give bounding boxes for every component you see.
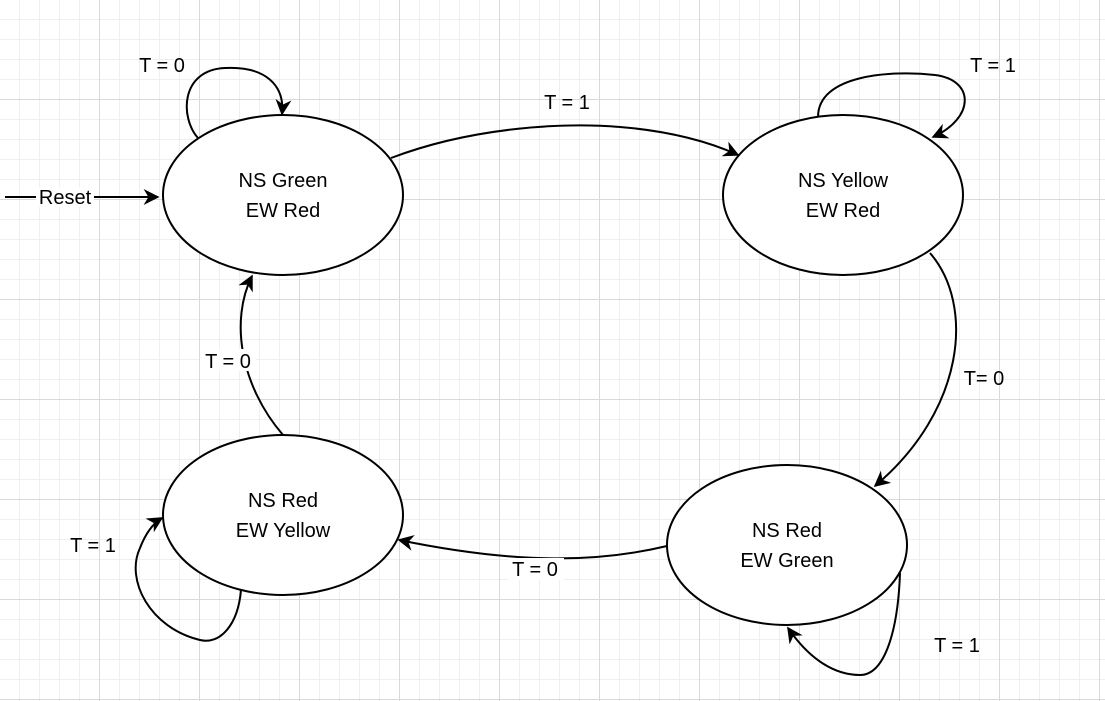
state-ns-red-ew-green-line1: NS Red xyxy=(752,520,822,542)
ewgreen-self-label: T = 1 xyxy=(934,635,980,657)
ewgreen-to-ewyellow-label: T = 0 xyxy=(512,559,558,581)
state-ns-green-line1: NS Green xyxy=(239,170,328,192)
reset-label: Reset xyxy=(39,187,92,209)
state-ns-red-ew-green: NS Red EW Green xyxy=(666,464,908,626)
state-ns-red-ew-yellow-line2: EW Yellow xyxy=(236,520,331,542)
ewgreen-self-loop xyxy=(787,572,901,677)
ewgreen-to-ewyellow-label-bg xyxy=(508,558,564,580)
ewyellow-to-green-label: T = 0 xyxy=(205,351,251,373)
yellow-self-label: T = 1 xyxy=(970,55,1016,77)
green-to-yellow-edge xyxy=(390,124,740,159)
ewgreen-to-ewyellow-edge xyxy=(397,535,668,560)
state-ns-red-ew-yellow: NS Red EW Yellow xyxy=(162,434,404,596)
yellow-self-loop xyxy=(817,72,966,139)
state-ns-red-ew-green-line2: EW Green xyxy=(740,550,833,572)
reset-label-bg xyxy=(36,187,94,207)
ewyellow-to-green-label-bg xyxy=(200,349,256,371)
state-ns-yellow-line2: EW Red xyxy=(806,200,880,222)
ewyellow-self-loop xyxy=(134,517,242,642)
yellow-to-ewgreen-label: T= 0 xyxy=(964,368,1005,390)
state-ns-yellow: NS Yellow EW Red xyxy=(722,114,964,276)
state-ns-yellow-line1: NS Yellow xyxy=(798,170,889,192)
state-ns-red-ew-yellow-line1: NS Red xyxy=(248,490,318,512)
green-self-loop xyxy=(185,66,292,139)
green-self-label: T = 0 xyxy=(139,55,185,77)
yellow-to-ewgreen-edge xyxy=(873,252,958,488)
state-ns-green-line2: EW Red xyxy=(246,200,320,222)
state-ns-green: NS Green EW Red xyxy=(162,114,404,276)
green-to-yellow-label: T = 1 xyxy=(544,92,590,114)
ewyellow-self-label: T = 1 xyxy=(70,535,116,557)
